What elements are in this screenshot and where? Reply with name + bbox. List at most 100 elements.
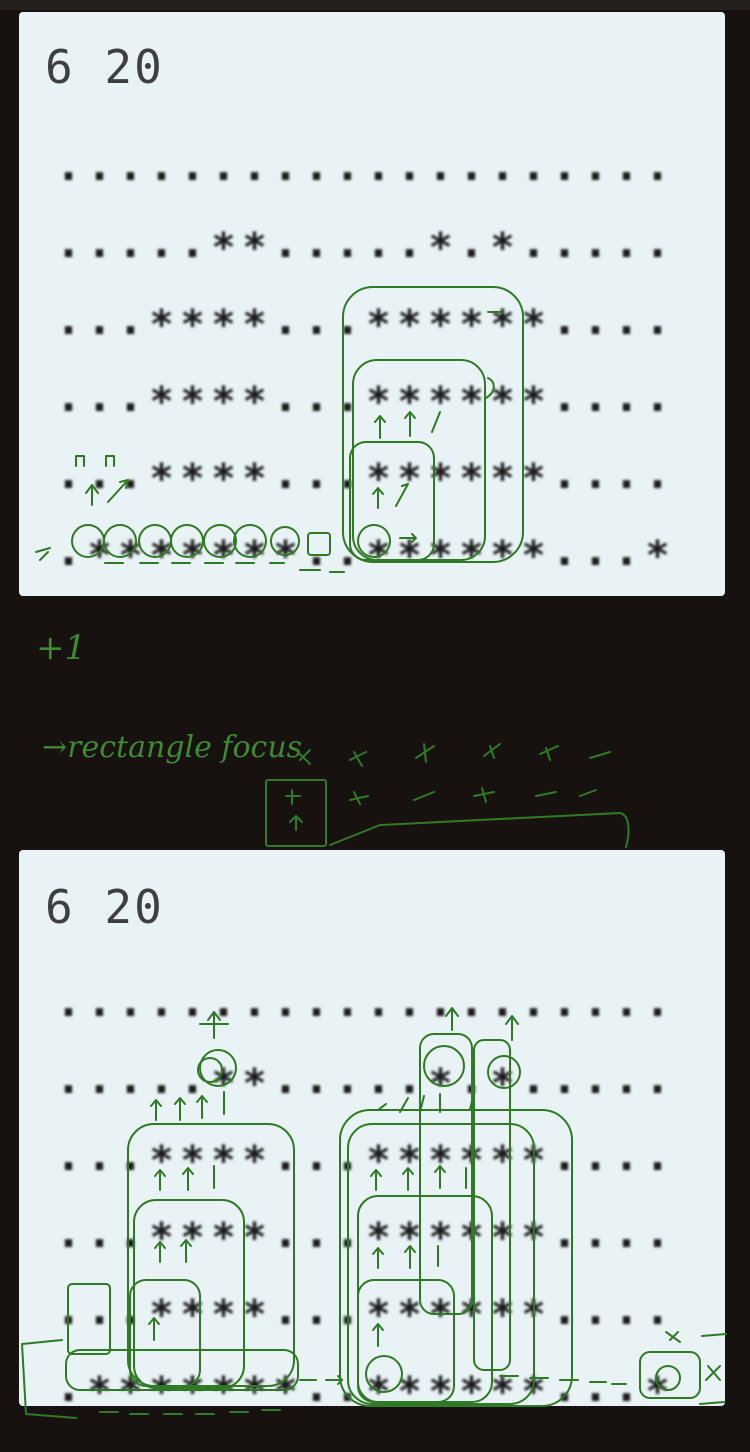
- grid-cell-dot: .: [551, 370, 578, 422]
- grid-cell-star: *: [180, 1137, 205, 1184]
- grid-cell-dot: .: [55, 524, 82, 576]
- grid-cell-star: *: [459, 1368, 484, 1415]
- grid-cell-star: *: [490, 455, 515, 502]
- grid-cell-dot: .: [551, 1360, 578, 1412]
- grid-cell-dot: .: [582, 293, 609, 345]
- grid-cell-dot: .: [117, 216, 144, 268]
- grid-cell-star: *: [211, 1214, 236, 1261]
- grid-cell-dot: .: [148, 216, 175, 268]
- puzzle-card-1: 6 20 .........................**.....*.*…: [19, 12, 725, 596]
- grid-cell-dot: .: [241, 139, 268, 191]
- grid-cell-dot: .: [55, 216, 82, 268]
- grid-cell-star: *: [242, 301, 267, 348]
- grid-cell-dot: .: [86, 1052, 113, 1104]
- grid-cell-dot: .: [272, 293, 299, 345]
- grid-cell-dot: .: [272, 139, 299, 191]
- grid-cell-dot: .: [117, 1129, 144, 1181]
- grid-cell-star: *: [366, 1137, 391, 1184]
- grid-cell-dot: .: [644, 1283, 671, 1335]
- grid-cell-dot: .: [55, 1129, 82, 1181]
- grid-cell-star: *: [645, 532, 670, 579]
- grid-cell-star: *: [397, 455, 422, 502]
- grid-cell-dot: .: [86, 293, 113, 345]
- grid-cell-dot: .: [86, 1129, 113, 1181]
- grid-cell-star: *: [521, 301, 546, 348]
- grid-cell-dot: .: [551, 1052, 578, 1104]
- grid-cell-dot: .: [303, 293, 330, 345]
- grid-cell-dot: .: [334, 975, 361, 1027]
- grid-cell-star: *: [428, 1291, 453, 1338]
- grid-cell-star: *: [211, 532, 236, 579]
- grid-cell-dot: .: [272, 1129, 299, 1181]
- grid-cell-star: *: [459, 532, 484, 579]
- grid-cell-star: *: [428, 1214, 453, 1261]
- grid-cell-star: *: [87, 1368, 112, 1415]
- grid-cell-star: *: [428, 301, 453, 348]
- grid-cell-dot: .: [148, 1052, 175, 1104]
- grid-cell-dot: .: [303, 975, 330, 1027]
- grid-cell-star: *: [490, 224, 515, 271]
- grid-cell-star: *: [490, 1137, 515, 1184]
- grid-cell-star: *: [366, 1214, 391, 1261]
- grid-cell-star: *: [242, 455, 267, 502]
- grid-cell-star: *: [397, 1368, 422, 1415]
- grid-cell-star: *: [366, 301, 391, 348]
- grid-cell-dot: .: [396, 975, 423, 1027]
- grid-row: ...****...******....: [53, 286, 673, 363]
- grid-cell-star: *: [459, 1137, 484, 1184]
- grid-cell-dot: .: [458, 1052, 485, 1104]
- approach-note: →rectangle focus: [42, 730, 303, 765]
- grid-cell-star: *: [490, 1368, 515, 1415]
- grid-cell-dot: .: [148, 139, 175, 191]
- grid-cell-star: *: [366, 532, 391, 579]
- grid-cell-dot: .: [179, 139, 206, 191]
- grid-cell-star: *: [366, 1368, 391, 1415]
- grid-cell-star: *: [180, 532, 205, 579]
- grid-cell-star: *: [459, 301, 484, 348]
- grid-cell-star: *: [242, 1060, 267, 1107]
- grid-cell-star: *: [490, 378, 515, 425]
- grid-row: ...****...******....: [53, 1199, 673, 1276]
- grid-cell-dot: .: [582, 447, 609, 499]
- grid-cell-star: *: [490, 532, 515, 579]
- grid-cell-star: *: [211, 301, 236, 348]
- grid-cell-dot: .: [303, 1052, 330, 1104]
- grid-cell-dot: .: [86, 1206, 113, 1258]
- puzzle-card-2: 6 20 .........................**.....*.*…: [19, 850, 725, 1412]
- grid-row: ....................: [53, 968, 673, 1045]
- score-note: +1: [36, 628, 87, 668]
- grid-cell-star: *: [242, 532, 267, 579]
- grid-cell-star: *: [242, 1291, 267, 1338]
- grid-cell-star: *: [149, 1368, 174, 1415]
- grid-cell-star: *: [521, 455, 546, 502]
- grid-cell-dot: .: [613, 1360, 640, 1412]
- grid-cell-dot: .: [334, 139, 361, 191]
- grid-cell-star: *: [242, 1214, 267, 1261]
- grid-cell-dot: .: [365, 1052, 392, 1104]
- grid-cell-dot: .: [179, 216, 206, 268]
- grid-cell-star: *: [211, 1060, 236, 1107]
- grid-cell-dot: .: [644, 1129, 671, 1181]
- grid-cell-dot: .: [117, 1283, 144, 1335]
- grid-cell-dot: .: [613, 216, 640, 268]
- grid-cell-star: *: [459, 455, 484, 502]
- grid-cell-dot: .: [458, 216, 485, 268]
- grid-cell-star: *: [366, 378, 391, 425]
- top-bar: [0, 0, 750, 10]
- grid-row: .*******..******...*: [53, 517, 673, 594]
- grid-cell-dot: .: [365, 216, 392, 268]
- grid-cell-star: *: [521, 1368, 546, 1415]
- grid-cell-dot: .: [644, 139, 671, 191]
- grid-cell-star: *: [397, 301, 422, 348]
- grid-cell-star: *: [149, 532, 174, 579]
- grid-cell-dot: .: [396, 139, 423, 191]
- grid-cell-star: *: [180, 1214, 205, 1261]
- grid-cell-dot: .: [551, 1206, 578, 1258]
- grid-cell-star: *: [490, 1291, 515, 1338]
- grid-cell-star: *: [149, 1137, 174, 1184]
- grid-cell-star: *: [149, 1214, 174, 1261]
- grid-cell-star: *: [428, 1060, 453, 1107]
- grid-cell-dot: .: [520, 216, 547, 268]
- grid-cell-dot: .: [520, 1052, 547, 1104]
- grid-cell-star: *: [459, 1214, 484, 1261]
